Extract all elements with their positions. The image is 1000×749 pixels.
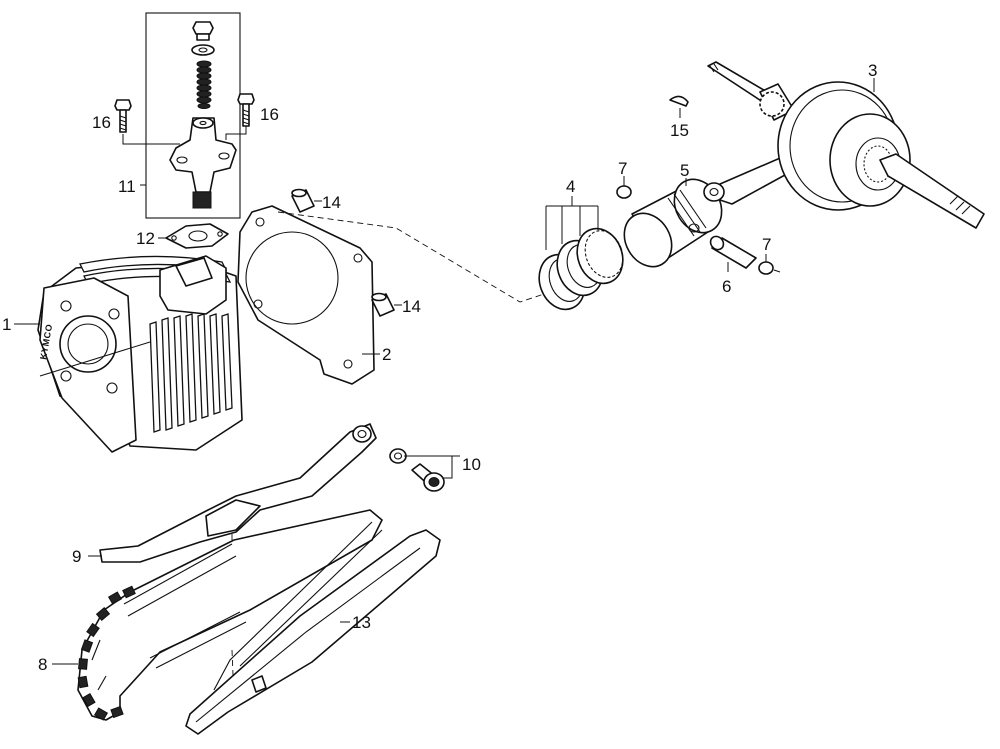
cam-chain-guide [185, 529, 441, 735]
piston-pin [709, 235, 757, 272]
tensioner-group-frame [145, 12, 241, 219]
tensioner-mount-hole-right [218, 152, 230, 160]
crankshaft-assembly [703, 61, 985, 229]
tensioner-pivot-bolt [389, 448, 460, 492]
leader-16-left [122, 134, 180, 145]
alignment-dash-cylinder-piston [277, 211, 557, 303]
cylinder-center-line [39, 341, 151, 377]
tensioner-spring [196, 60, 212, 109]
tensioner-body-bore [199, 120, 207, 126]
callout-14-lower: 14 [402, 297, 421, 316]
callout-16-right: 16 [260, 105, 279, 124]
leader-16-right [225, 126, 247, 140]
tensioner-bolt-left [114, 99, 132, 133]
cylinder-side-fins [149, 313, 233, 433]
callout-16-left: 16 [92, 113, 111, 132]
callout-1: 1 [2, 315, 11, 334]
callout-6: 6 [722, 277, 731, 296]
tensioner-body-top [192, 117, 214, 129]
callout-9: 9 [72, 547, 81, 566]
cam-chain-links [77, 585, 136, 721]
callout-5: 5 [680, 161, 689, 180]
callouts: 1 2 3 4 5 6 7 7 8 9 10 11 12 13 14 14 15… [2, 61, 877, 674]
callout-4: 4 [566, 177, 575, 196]
callout-3: 3 [868, 61, 877, 80]
tensioner-washer-hole [198, 47, 208, 53]
tensioner-assembly [114, 12, 255, 219]
woodruff-key [669, 95, 689, 118]
callout-14-upper: 14 [322, 193, 341, 212]
cam-chain [52, 509, 383, 721]
piston-pin-clip-right [758, 254, 781, 275]
callout-8: 8 [38, 655, 47, 674]
cylinder-base-gasket [237, 205, 380, 385]
tensioner-washer [191, 44, 215, 56]
callout-11: 11 [118, 177, 136, 196]
tensioner-cap-bolt-flange [196, 33, 210, 41]
callout-15: 15 [670, 121, 689, 140]
callout-7-right: 7 [762, 235, 771, 254]
dowel-pin-lower [371, 292, 402, 317]
callout-7-left: 7 [618, 159, 627, 178]
tensioner-mount-hole-left [176, 156, 188, 164]
piston [623, 178, 723, 268]
piston-rings-set [538, 196, 624, 311]
callout-12: 12 [136, 229, 155, 248]
tensioner-cap-bolt [192, 21, 214, 35]
cylinder-block: KYMCO [14, 255, 243, 453]
callout-13: 13 [352, 613, 371, 632]
callout-10: 10 [462, 455, 481, 474]
tensioner-gasket [158, 223, 229, 249]
tensioner-body [169, 117, 237, 193]
chain-tensioner-arm [88, 423, 377, 563]
piston-pin-clip-left [616, 176, 632, 199]
tensioner-plunger [192, 191, 212, 209]
dowel-pin-upper [291, 188, 322, 213]
callout-2: 2 [382, 345, 391, 364]
